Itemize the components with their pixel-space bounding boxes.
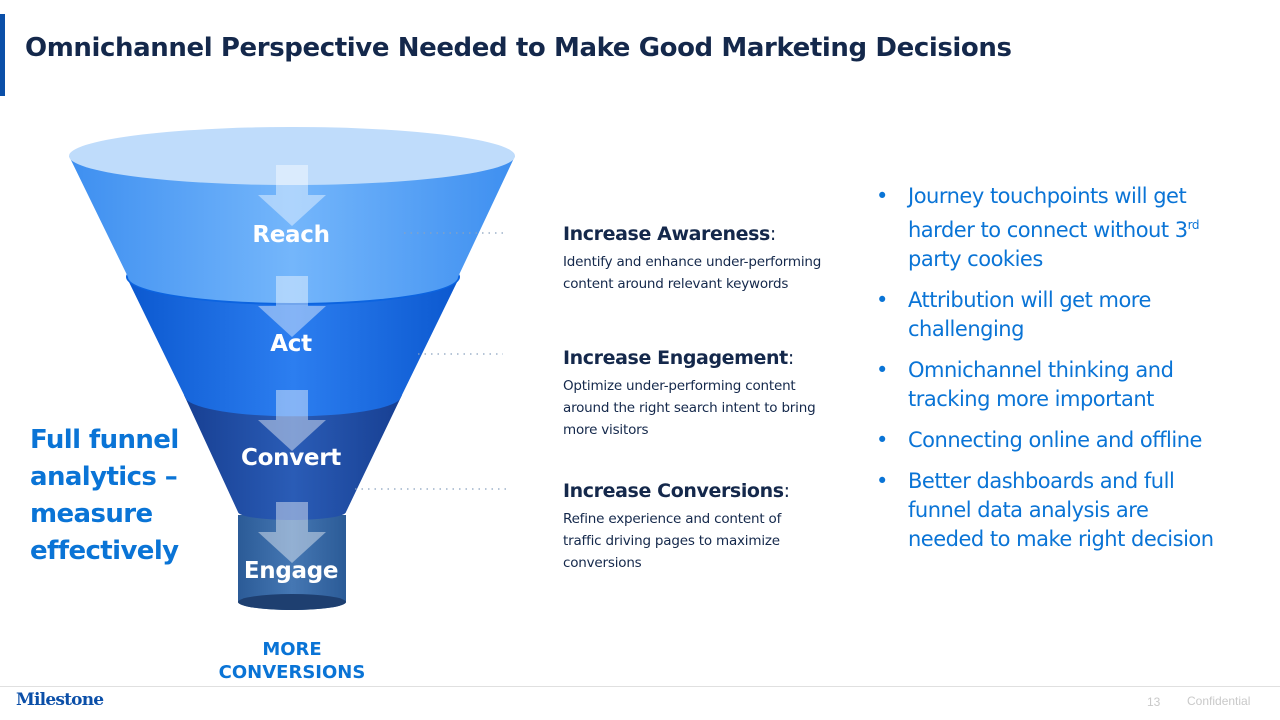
funnel-label-reach: Reach — [252, 222, 330, 248]
awareness-heading: Increase Awareness: — [563, 223, 776, 245]
conversions-text: Refine experience and content of traffic… — [563, 511, 782, 571]
bullet-dot-icon: • — [876, 184, 888, 208]
engagement-heading: Increase Engagement: — [563, 347, 794, 369]
engagement-text: Optimize under-performing content around… — [563, 378, 816, 438]
bullet-item: •Attribution will get more challenging — [876, 288, 1151, 341]
funnel-arrows — [258, 165, 326, 563]
funnel-label-act: Act — [270, 331, 312, 357]
funnel-label-convert: Convert — [241, 445, 341, 471]
bullet-dot-icon: • — [876, 469, 888, 493]
insights-bullet-list: •Journey touchpoints will get harder to … — [876, 182, 1216, 566]
down-arrow-icon — [258, 502, 326, 563]
bullet-item: •Connecting online and offline — [876, 426, 1216, 455]
confidential-label: Confidential — [1187, 694, 1251, 708]
bullet-item: •Better dashboards and full funnel data … — [876, 469, 1214, 551]
down-arrow-icon — [258, 390, 326, 451]
funnel-label-engage: Engage — [243, 558, 339, 584]
conversions-heading: Increase Conversions: — [563, 480, 790, 502]
milestone-logo: Milestone — [16, 690, 104, 710]
slide-title: Omnichannel Perspective Needed to Make G… — [25, 33, 1012, 63]
awareness-block: Increase Awareness: Identify and enhance… — [563, 223, 823, 295]
engagement-block: Increase Engagement: Optimize under-perf… — [563, 347, 823, 441]
dotted-connectors — [355, 232, 507, 490]
down-arrow-icon — [258, 276, 326, 337]
more-conversions-label: MORE CONVERSIONS — [218, 639, 366, 683]
full-funnel-callout: Full funnel analytics – measure effectiv… — [30, 425, 179, 566]
funnel-stage-reach — [69, 127, 515, 303]
funnel-stage-convert — [184, 395, 402, 520]
down-arrow-icon — [258, 165, 326, 226]
bullet-dot-icon: • — [876, 288, 888, 312]
bullet-item: •Omnichannel thinking and tracking more … — [876, 358, 1174, 411]
bullet-dot-icon: • — [876, 358, 888, 382]
conversions-block: Increase Conversions: Refine experience … — [563, 480, 823, 574]
funnel-graphic — [69, 127, 515, 610]
awareness-text: Identify and enhance under-performing co… — [563, 254, 822, 292]
funnel-stage-engage — [238, 515, 346, 610]
title-accent-bar — [0, 14, 5, 96]
bullet-dot-icon: • — [876, 428, 888, 452]
footer-divider — [0, 686, 1280, 687]
bullet-item: •Journey touchpoints will get harder to … — [876, 184, 1200, 271]
page-number: 13 — [1147, 695, 1161, 709]
